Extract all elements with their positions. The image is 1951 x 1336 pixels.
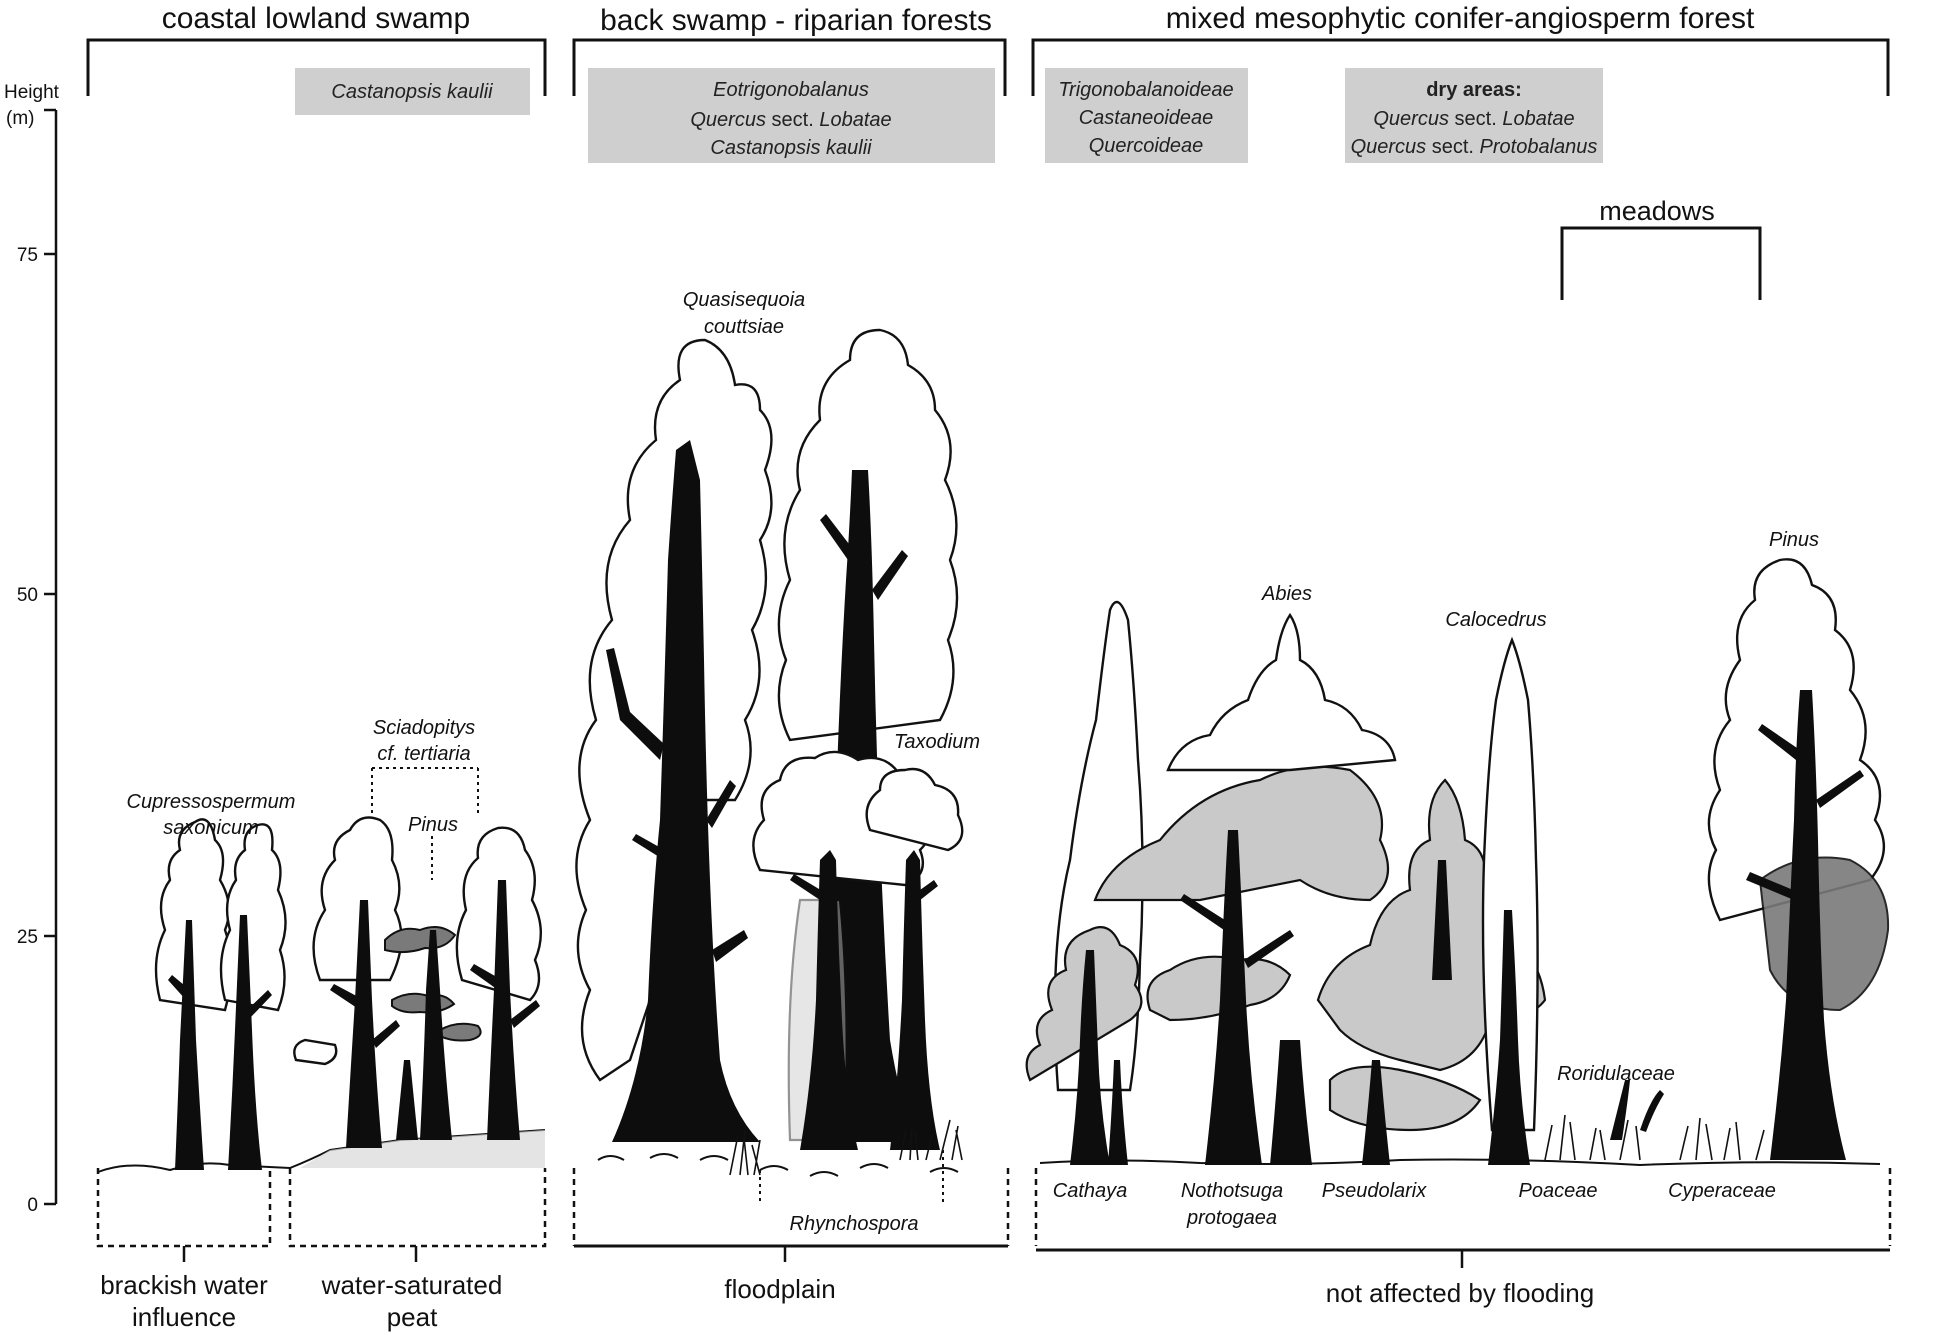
bracket-brackish <box>96 1168 272 1248</box>
label-brackish-2: influence <box>132 1302 236 1332</box>
leader-lines <box>371 767 944 1205</box>
label-rhynchospora: Rhynchospora <box>790 1213 919 1235</box>
tick-0: 0 <box>27 1195 38 1216</box>
tree-pinus-small <box>384 925 482 1140</box>
label-nothotsuga-2: protogaea <box>1186 1207 1277 1229</box>
label-pinus-small: Pinus <box>408 814 458 836</box>
box-coastal-line1: Castanopsis kaulii <box>331 81 493 103</box>
label-taxodium: Taxodium <box>894 731 980 753</box>
label-cyperaceae: Cyperaceae <box>1668 1180 1776 1202</box>
box-mixed2-line2: Quercus sect. Lobatae <box>1373 108 1574 130</box>
zone-title-coastal: coastal lowland swamp <box>162 2 470 35</box>
tree-abies <box>1166 612 1397 1165</box>
label-peat-1: water-saturated <box>321 1270 503 1300</box>
label-not-affected: not affected by flooding <box>1326 1278 1594 1308</box>
tree-cupressospermum <box>154 818 287 1170</box>
label-abies: Abies <box>1261 583 1312 605</box>
label-pinus-big: Pinus <box>1769 529 1819 551</box>
tree-sciadopitys-1 <box>293 816 403 1148</box>
zone-title-meadows: meadows <box>1599 196 1715 226</box>
zone-brackets <box>86 38 1890 300</box>
tick-25: 25 <box>17 927 38 948</box>
tree-nothotsuga <box>1093 765 1390 1165</box>
tree-pinus-big <box>1707 558 1890 1160</box>
bracket-mixed <box>1031 38 1890 96</box>
axis-title-line2: (m) <box>6 108 34 129</box>
taxon-box-mixed-2: dry areas: Quercus sect. Lobatae Quercus… <box>1345 68 1603 163</box>
taxon-box-mixed-1: Trigonobalanoideae Castaneoideae Quercoi… <box>1045 68 1248 163</box>
tree-calocedrus <box>1481 636 1539 1165</box>
bracket-peat <box>288 1168 547 1248</box>
box-mixed1-line3: Quercoideae <box>1089 135 1204 157</box>
box-mixed2-line1: dry areas: <box>1426 79 1522 101</box>
label-cupressospermum-1: Cupressospermum <box>127 791 296 813</box>
zone-title-backswamp: back swamp - riparian forests <box>600 4 992 37</box>
box-backswamp-line3: Castanopsis kaulii <box>710 137 872 159</box>
bracket-coastal <box>86 38 547 96</box>
substrate-brackets <box>96 1168 1892 1268</box>
tree-taxodium <box>752 750 964 1150</box>
label-roridulaceae: Roridulaceae <box>1557 1063 1675 1085</box>
label-sciadopitys-1: Sciadopitys <box>373 717 475 739</box>
box-mixed1-line1: Trigonobalanoideae <box>1058 79 1233 101</box>
tree-sciadopitys-2 <box>455 826 543 1140</box>
axis-title-line1: Height <box>4 82 60 103</box>
box-backswamp-line1: Eotrigonobalanus <box>713 79 869 101</box>
box-mixed1-line2: Castaneoideae <box>1079 107 1214 129</box>
label-quasisequoia-2: couttsiae <box>704 316 784 338</box>
label-brackish-1: brackish water <box>100 1270 268 1300</box>
label-poaceae: Poaceae <box>1519 1180 1598 1202</box>
ground-line <box>97 1129 1881 1177</box>
label-nothotsuga-1: Nothotsuga <box>1181 1180 1283 1202</box>
taxon-labels: Cupressospermum saxonicum Sciadopitys cf… <box>127 289 1819 1235</box>
taxon-box-backswamp: Eotrigonobalanus Quercus sect. Lobatae C… <box>588 68 995 163</box>
label-cathaya: Cathaya <box>1053 1180 1128 1202</box>
label-floodplain: floodplain <box>724 1274 835 1304</box>
box-backswamp-line2: Quercus sect. Lobatae <box>690 109 891 131</box>
bracket-meadows <box>1560 226 1762 300</box>
label-calocedrus: Calocedrus <box>1445 609 1546 631</box>
bracket-backswamp <box>572 38 1007 96</box>
label-peat-2: peat <box>387 1302 438 1332</box>
grass-rhynchospora <box>729 1119 963 1176</box>
tree-quasisequoia-1 <box>575 338 773 1142</box>
label-cupressospermum-2: saxonicum <box>163 817 259 839</box>
box-mixed2-line3: Quercus sect. Protobalanus <box>1351 136 1598 158</box>
tick-75: 75 <box>17 245 38 266</box>
tick-50: 50 <box>17 585 38 606</box>
height-axis: Height (m) 75 50 25 0 <box>4 82 60 1216</box>
label-pseudolarix: Pseudolarix <box>1322 1180 1428 1202</box>
tree-cathaya <box>1025 600 1144 1165</box>
zone-title-mixed: mixed mesophytic conifer-angiosperm fore… <box>1166 2 1755 35</box>
taxon-box-coastal: Castanopsis kaulii <box>295 68 530 115</box>
label-sciadopitys-2: cf. tertiaria <box>377 743 470 765</box>
label-quasisequoia-1: Quasisequoia <box>683 289 805 311</box>
meadow-herbs <box>1544 1080 1765 1161</box>
